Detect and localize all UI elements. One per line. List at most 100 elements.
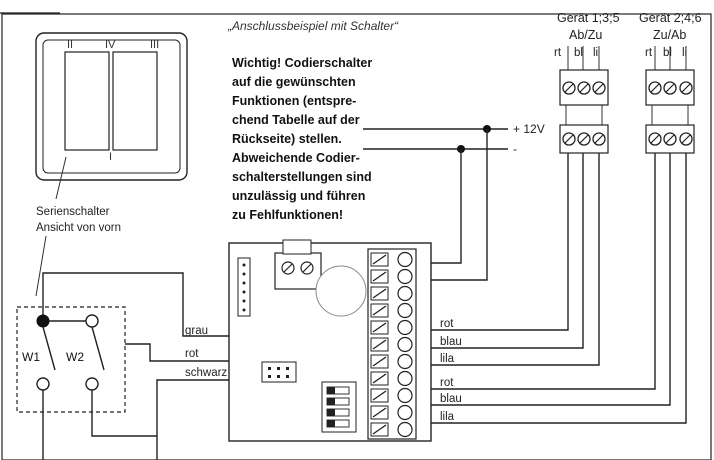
- wire-blau-2: [431, 150, 671, 406]
- supply-terminal-cap: [282, 239, 312, 255]
- supply-plus-label: + 12V: [513, 122, 545, 136]
- switch-pointer-line: [55, 156, 67, 200]
- control-module: [228, 239, 432, 442]
- switch-schematic-box: [16, 306, 126, 413]
- terminal-clamp-slot: [372, 407, 387, 418]
- terminal-clamp-slot: [372, 322, 387, 333]
- device-2-title: Gerät 2;4;6: [639, 11, 702, 25]
- terminal-release-icon: [397, 302, 413, 319]
- note-line: auf die gewünschten: [232, 75, 356, 89]
- device-1: Gerät 1;3;5 Ab/Zu rt bl li: [554, 11, 620, 154]
- pin: [242, 281, 246, 285]
- terminal-release-icon: [397, 251, 413, 268]
- module-round-element: [315, 265, 367, 317]
- switch-label-ii: II: [67, 39, 73, 51]
- note-block: Wichtig! Codierschalter auf die gewünsch…: [232, 56, 372, 222]
- screw-slot: [302, 263, 312, 273]
- pin: [242, 308, 246, 312]
- switch-w2-contact: [91, 326, 105, 371]
- pin: [242, 290, 246, 294]
- screw-slot: [650, 134, 660, 144]
- switch-label-iii: III: [150, 39, 159, 51]
- note-line: unzulässig und führen: [232, 189, 365, 203]
- terminal-clamp-slot: [372, 271, 387, 282]
- device-2: Gerät 2;4;6 Zu/Ab rt bl li: [639, 11, 702, 154]
- terminal-clamp-slot: [372, 373, 387, 384]
- note-line: Funktionen (entspre-: [232, 94, 356, 108]
- screw-slot: [594, 134, 604, 144]
- switch-front-view: II IV III I: [35, 32, 188, 181]
- jumper-pin: [286, 367, 289, 370]
- switch-label-i: I: [109, 151, 112, 163]
- wire-label-rot: rot: [185, 348, 199, 360]
- wire-schwarz: [91, 379, 230, 437]
- jumper-pin: [277, 375, 280, 378]
- note-line: Wichtig! Codierschalter: [232, 56, 372, 70]
- screw-slot: [579, 83, 589, 93]
- terminal-clamp-slot: [372, 390, 387, 401]
- terminal-clamp-slot: [372, 305, 387, 316]
- note-line: schalterstellungen sind: [232, 170, 372, 184]
- wire-rot-1: [431, 150, 569, 331]
- note-line: chend Tabelle auf der: [232, 113, 360, 127]
- terminal-release-icon: [397, 404, 413, 421]
- dip-switch-lever: [327, 420, 335, 427]
- outer-frame: [1, 13, 712, 460]
- terminal-release-icon: [397, 268, 413, 285]
- switch-wires: grau rot schwarz: [42, 272, 230, 460]
- device-1-terminal-rt: rt: [554, 47, 562, 59]
- screw-slot: [283, 263, 293, 273]
- terminal-clamp-slot: [372, 339, 387, 350]
- jumper-pin: [268, 367, 271, 370]
- terminal-clamp-slot: [372, 288, 387, 299]
- terminal-release-icon: [397, 319, 413, 336]
- jumper-pin: [277, 367, 280, 370]
- supply-plus-drop: [431, 129, 488, 281]
- switch-front-inner: [42, 39, 181, 174]
- wire-label-out: blau: [440, 393, 462, 405]
- screw-slot: [681, 134, 691, 144]
- switch-terminal-right: [85, 314, 99, 328]
- screw-slot: [665, 83, 675, 93]
- device-1-terminal-bl: bl: [574, 47, 583, 59]
- supply-minus-label: -: [513, 142, 517, 156]
- jumper-block: [261, 361, 297, 383]
- wire-label-out: blau: [440, 336, 462, 348]
- switch-terminal-bottom-left: [36, 377, 50, 391]
- wire-rot-2: [431, 150, 656, 390]
- wire-label-out: lila: [440, 411, 455, 423]
- wire-blau-1: [431, 150, 584, 349]
- screw-slot: [564, 134, 574, 144]
- terminal-release-icon: [397, 421, 413, 438]
- terminal-release-icon: [397, 353, 413, 370]
- device-1-terminal-li: li: [593, 47, 598, 59]
- device-2-terminal-li: li: [682, 47, 687, 59]
- wire-label-out: rot: [440, 377, 454, 389]
- wire-grau: [42, 272, 230, 337]
- switch-pointer-line-2: [35, 235, 47, 297]
- wire-lila-2: [431, 150, 687, 424]
- jumper-pin: [286, 375, 289, 378]
- switch-caption-line: Ansicht von vorn: [36, 222, 121, 234]
- dip-switch-lever: [327, 387, 335, 394]
- wire-label-schwarz: schwarz: [185, 367, 227, 379]
- switch-terminal-bottom-right: [85, 377, 99, 391]
- wire-label-out: rot: [440, 318, 454, 330]
- device-1-subtitle: Ab/Zu: [569, 28, 602, 42]
- wire-label-grau: grau: [185, 325, 208, 337]
- switch-w1-contact: [42, 326, 56, 371]
- note-line: zu Fehlfunktionen!: [232, 208, 343, 222]
- output-wires: rot blau lila rot blau lila: [431, 150, 687, 424]
- screw-slot: [579, 134, 589, 144]
- switch-rocker-left: [64, 51, 110, 151]
- device-2-terminal-rt: rt: [645, 47, 653, 59]
- supply-minus-drop: [431, 149, 462, 264]
- screw-slot: [650, 83, 660, 93]
- terminal-clamp-slot: [372, 424, 387, 435]
- jumper-pin: [268, 375, 271, 378]
- device-2-terminal-bl: bl: [663, 47, 672, 59]
- terminal-release-icon: [397, 285, 413, 302]
- device-1-title: Gerät 1;3;5: [557, 11, 620, 25]
- terminal-release-icon: [397, 336, 413, 353]
